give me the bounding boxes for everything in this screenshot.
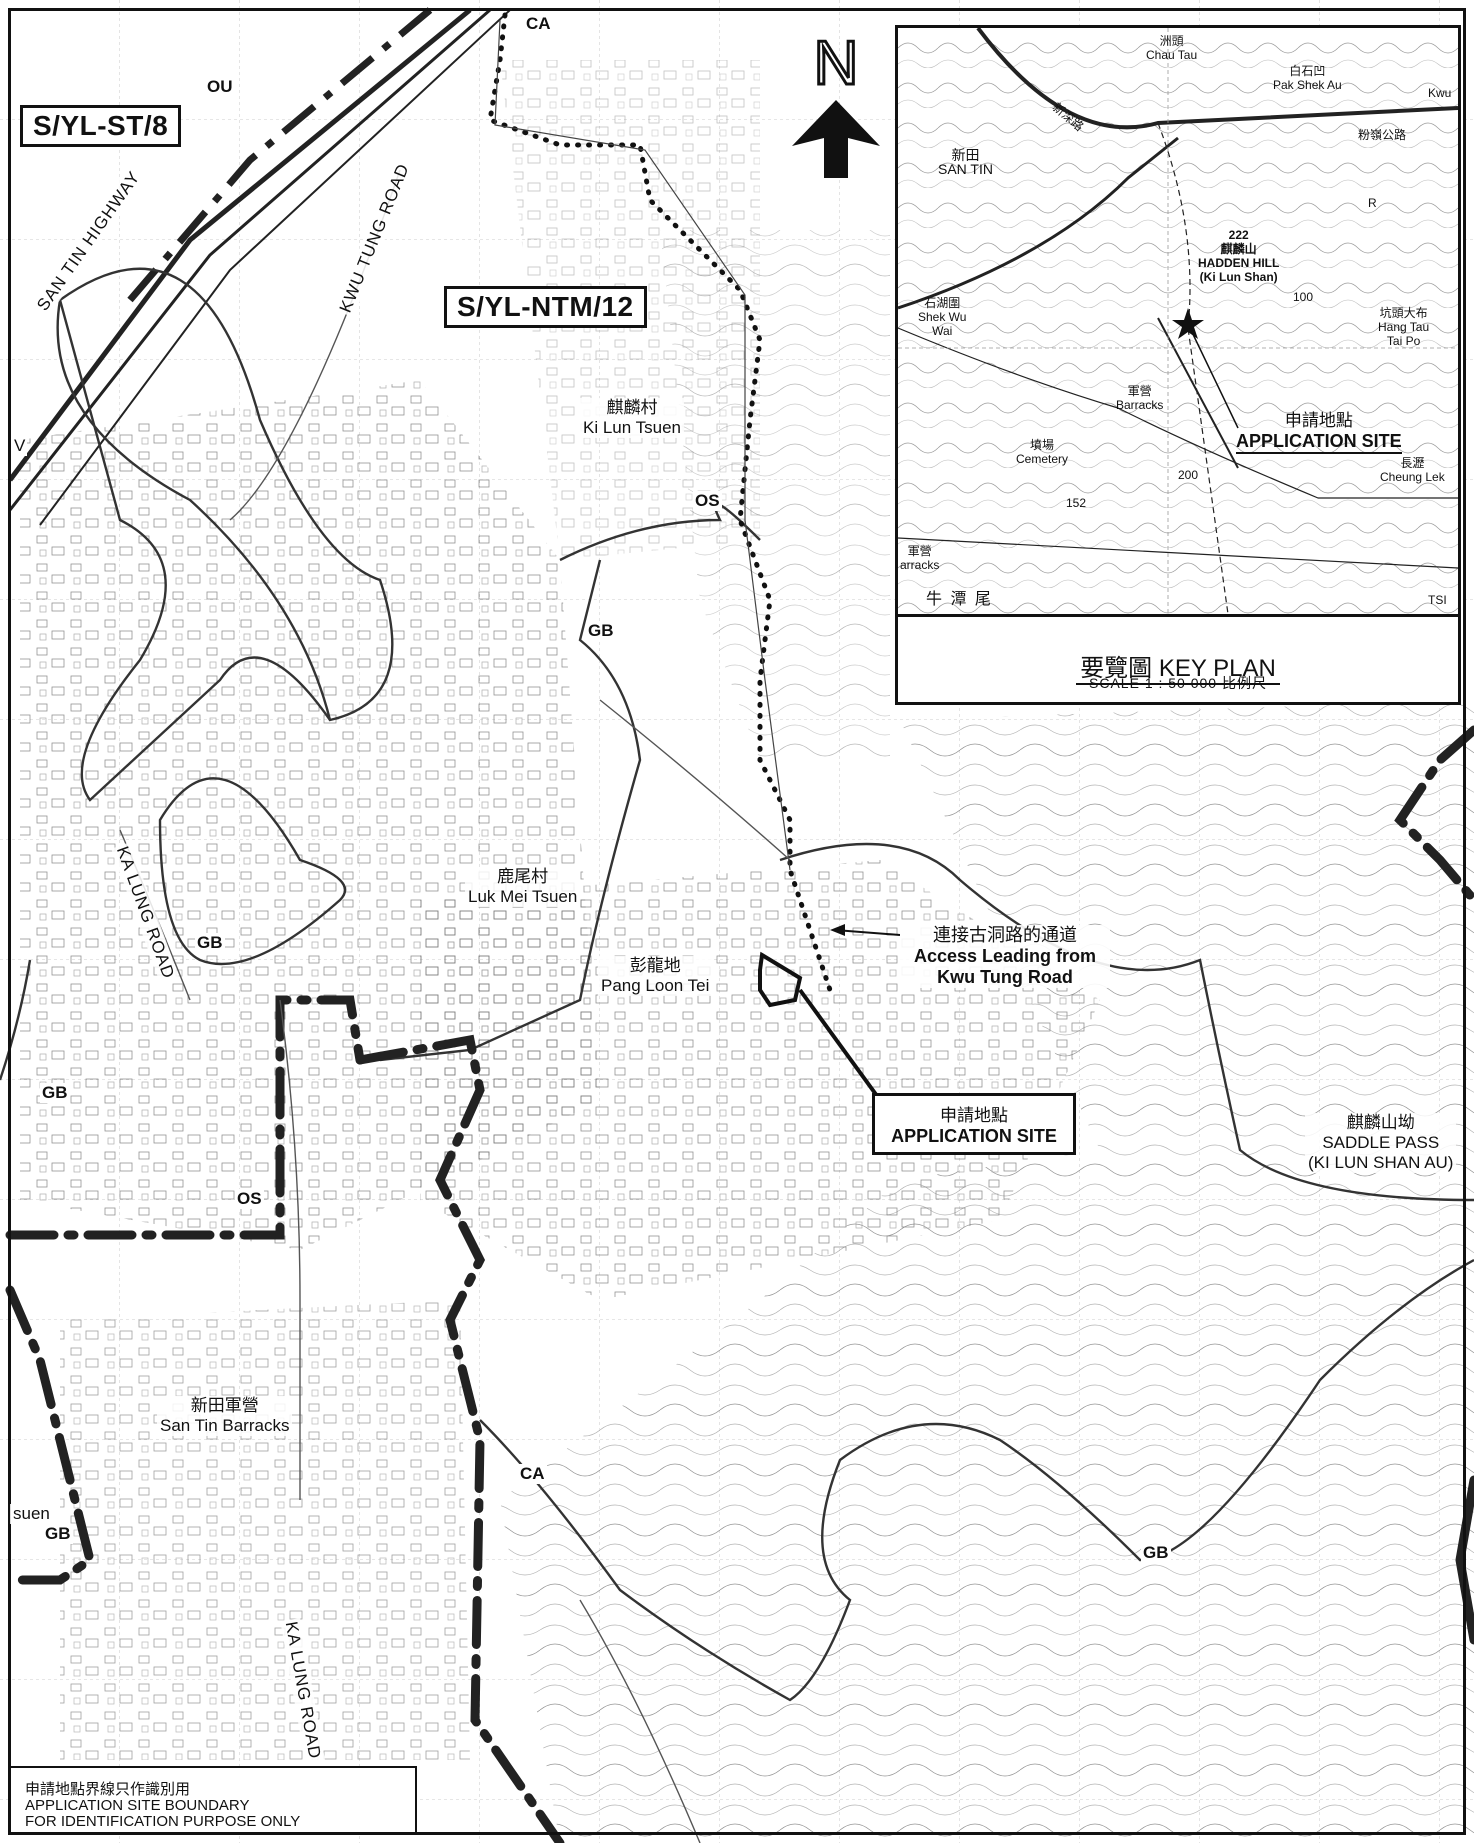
place-pang-loon-tei-en: Pang Loon Tei [601, 976, 710, 995]
kp-kwu: Kwu [1428, 86, 1452, 100]
north-letter: N [814, 29, 859, 98]
place-suen: suen [10, 1504, 53, 1524]
kp-application-site: 申請地點 APPLICATION SITE [1236, 406, 1402, 454]
zone-gb-mid: GB [586, 621, 616, 641]
access-label-en1: Access Leading from [913, 946, 1097, 966]
place-pang-loon-tei: 彭龍地 Pang Loon Tei [598, 956, 713, 996]
zone-gb-left: GB [195, 933, 225, 953]
zone-gb-lower-right: GB [1141, 1543, 1171, 1563]
application-site-callout: 申請地點 APPLICATION SITE [872, 1093, 1076, 1155]
village-area-south [60, 1300, 470, 1760]
plan-label-st8: S/YL-ST/8 [20, 105, 182, 147]
place-luk-mei-tsuen-en: Luk Mei Tsuen [468, 887, 578, 906]
plan-label-ntm12: S/YL-NTM/12 [444, 286, 647, 328]
place-saddle-pass-en2: (KI LUN SHAN AU) [1308, 1153, 1454, 1172]
legend-line-en2: FOR IDENTIFICATION PURPOSE ONLY [25, 1813, 301, 1830]
access-arrow-head [830, 924, 845, 936]
access-label-en2: Kwu Tung Road [937, 967, 1073, 987]
key-plan-title: 要覽圖 KEY PLAN [1076, 648, 1280, 685]
zone-v: V [12, 436, 28, 456]
plan-boundary-highway [127, 7, 433, 303]
place-saddle-pass-en: SADDLE PASS [1322, 1133, 1440, 1152]
application-site-boundary [758, 951, 803, 1008]
place-ki-lun-tsuen-en: Ki Lun Tsuen [583, 418, 681, 437]
zone-ou: OU [205, 77, 235, 97]
kp-r-marker: R [1368, 196, 1377, 210]
access-arrow [834, 929, 901, 936]
place-pang-loon-tei-zh: 彭龍地 [629, 956, 681, 975]
north-arrow-icon [792, 100, 880, 178]
legend-line-en1: APPLICATION SITE BOUNDARY [25, 1797, 250, 1814]
place-san-tin-barracks-en: San Tin Barracks [160, 1416, 290, 1435]
kp-h100: 100 [1293, 290, 1314, 304]
place-luk-mei-tsuen-zh: 鹿尾村 [497, 867, 549, 886]
place-saddle-pass: 麒麟山坳 SADDLE PASS (KI LUN SHAN AU) [1305, 1113, 1457, 1173]
legend-box: 申請地點界線只作識別用 APPLICATION SITE BOUNDARY FO… [11, 1766, 417, 1832]
kp-h152: 152 [1066, 496, 1087, 510]
zone-ca-top: CA [524, 14, 553, 34]
place-ki-lun-tsuen: 麒麟村 Ki Lun Tsuen [580, 398, 684, 438]
kp-application-site-en: APPLICATION SITE [1236, 431, 1402, 454]
zone-gb-lower-left: GB [43, 1524, 73, 1544]
key-plan-scale: SCALE 1 : 50 000 比例尺 [1089, 675, 1267, 691]
access-label-zh: 連接古洞路的通道 [933, 925, 1077, 945]
kp-tsi: TSI [1428, 593, 1447, 607]
access-annotation: 連接古洞路的通道 Access Leading from Kwu Tung Ro… [900, 925, 1110, 988]
place-san-tin-barracks-zh: 新田軍營 [190, 1396, 259, 1415]
zone-os-mid: OS [693, 491, 722, 511]
place-luk-mei-tsuen: 鹿尾村 Luk Mei Tsuen [465, 867, 581, 907]
access-road-dotted [487, 12, 833, 993]
place-ki-lun-tsuen-zh: 麒麟村 [606, 398, 658, 417]
application-site-leader [798, 988, 882, 1102]
place-saddle-pass-zh: 麒麟山坳 [1346, 1113, 1415, 1132]
application-site-zh: 申請地點 [940, 1106, 1008, 1125]
san-tin-highway-lines [8, 8, 511, 526]
zone-gb-west: GB [40, 1083, 70, 1103]
kp-ngau-tam-mei: 牛 潭 尾 [926, 591, 993, 608]
zoning-boundaries [0, 267, 1474, 1702]
hill-contours-east [500, 700, 1474, 1843]
kp-application-site-zh: 申請地點 [1284, 411, 1353, 430]
access-road-edge [494, 19, 791, 871]
kp-fanling-road: 粉嶺公路 [1358, 128, 1407, 142]
zone-os-lower: OS [235, 1189, 264, 1209]
north-arrow: N [792, 28, 880, 178]
place-san-tin-barracks: 新田軍營 San Tin Barracks [157, 1396, 293, 1436]
zone-ca-lower: CA [518, 1464, 547, 1484]
application-site-en: APPLICATION SITE [891, 1126, 1057, 1146]
kp-h200: 200 [1178, 468, 1199, 482]
key-plan-caption: 要覽圖 KEY PLAN [898, 648, 1458, 685]
key-plan-star-icon [1172, 308, 1204, 339]
legend-line-zh: 申請地點界線只作識別用 [25, 1781, 191, 1798]
key-plan-map [898, 28, 1458, 617]
